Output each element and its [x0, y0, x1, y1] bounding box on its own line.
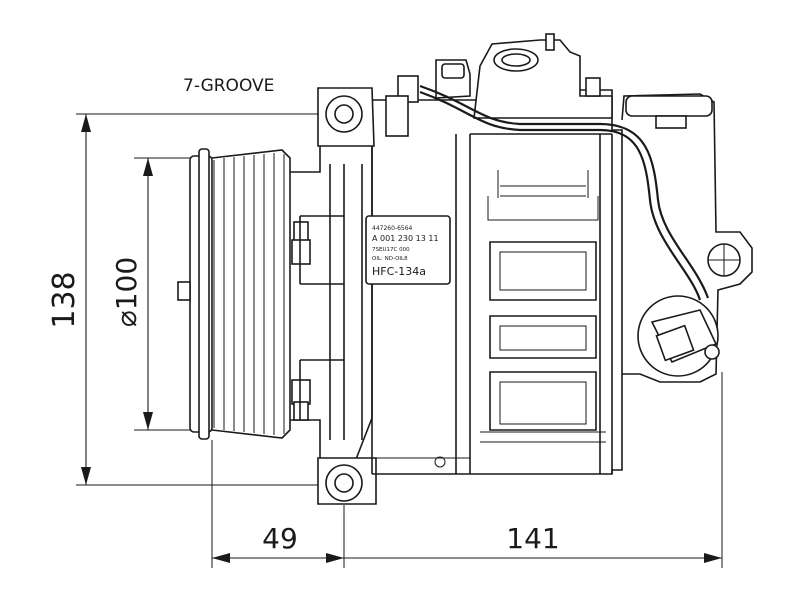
plate-refrigerant: HFC-134a — [372, 265, 426, 278]
front-housing — [290, 113, 373, 486]
body-length-label: 141 — [506, 522, 559, 555]
pulley-diameter-label: ⌀100 — [110, 257, 143, 327]
pulley — [177, 148, 291, 440]
bottom-mounting-ear — [317, 457, 377, 505]
plate-line-2: A 001 230 13 11 — [372, 234, 439, 243]
body-ribs — [480, 241, 606, 443]
plate-line-4: OIL: ND-OIL8 — [372, 256, 408, 262]
rear-connector — [637, 295, 720, 377]
dimension-pulley-diameter — [134, 157, 210, 431]
name-plate: 447260-6564 A 001 230 13 11 7SEU17C 000 … — [365, 215, 451, 285]
groove-label: 7-GROOVE — [183, 76, 274, 96]
top-service-port — [473, 33, 613, 119]
top-mounting-ear — [317, 87, 375, 147]
pulley-grooves — [213, 153, 285, 435]
height-label: 138 — [47, 271, 82, 328]
plate-line-1: 447260-6564 — [372, 225, 413, 232]
dimension-49 — [211, 440, 345, 568]
dimension-141 — [344, 372, 723, 568]
top-connector — [385, 59, 471, 137]
dimension-138 — [76, 113, 330, 486]
rear-housing — [621, 93, 753, 383]
wire-harness — [419, 84, 710, 301]
plate-line-3: 7SEU17C 000 — [372, 247, 410, 253]
pulley-offset-label: 49 — [262, 522, 298, 555]
